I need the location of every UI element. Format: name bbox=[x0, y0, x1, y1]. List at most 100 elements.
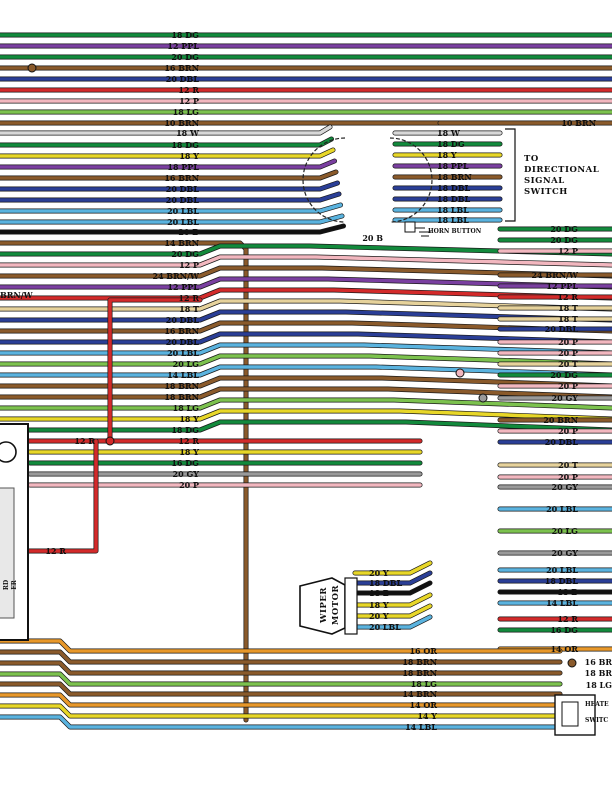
splice-dot bbox=[567, 658, 577, 668]
wire-label: 18 DG bbox=[171, 140, 199, 150]
wire-label: 20 P bbox=[558, 381, 578, 391]
wire-top-31 bbox=[0, 365, 612, 377]
splice-dot bbox=[478, 393, 488, 403]
wire-label: 14 OR bbox=[550, 644, 578, 654]
wire-label: 20 LG bbox=[552, 526, 579, 536]
wire-label: ER bbox=[11, 579, 18, 590]
wire-label: 14 LBL bbox=[546, 598, 578, 608]
wire-label: 24 BRN/W bbox=[152, 271, 200, 281]
wire-label: DIRECTIONAL bbox=[524, 165, 599, 175]
wire-label: 20 B bbox=[362, 233, 383, 243]
wire-label: RD bbox=[3, 580, 10, 590]
wire-label: 12 R bbox=[74, 436, 95, 446]
wire-label: 18 LG bbox=[173, 403, 200, 413]
wire-wiper-5 bbox=[353, 615, 432, 629]
wire-label: 16 DG bbox=[550, 625, 578, 635]
wire-top-23 bbox=[0, 277, 612, 289]
wire-label: 20 LBL bbox=[369, 622, 401, 632]
left-fuse-block bbox=[0, 423, 29, 641]
directional-signal-connector bbox=[302, 128, 516, 223]
wire-label: 14 OR bbox=[409, 700, 437, 710]
wire-label: 20 LBL bbox=[167, 348, 199, 358]
wire-label: 20 T bbox=[558, 460, 578, 470]
wire-wiper-3 bbox=[353, 593, 432, 607]
wire-label: 18 B bbox=[369, 588, 390, 598]
wire-top-10 bbox=[0, 137, 334, 147]
wire-label: 12 P bbox=[179, 96, 199, 106]
wire-label: WIPER bbox=[319, 587, 329, 624]
wire-top-21 bbox=[0, 255, 612, 267]
wire-top-28 bbox=[0, 332, 612, 344]
wire-lower-7 bbox=[0, 715, 562, 729]
wire-label: 24 BRN/W bbox=[531, 270, 579, 280]
wire-label: 18 DBL bbox=[545, 576, 579, 586]
wire-label: 20 B bbox=[178, 227, 199, 237]
wire-label: 14 LBL bbox=[405, 722, 437, 732]
wire-lower-6 bbox=[0, 704, 562, 718]
wire-label: 18 W bbox=[176, 128, 200, 138]
wire-label: 18 Y bbox=[369, 600, 389, 610]
wire-label: SWITC bbox=[585, 717, 608, 724]
wire-label: 14 BRN bbox=[402, 689, 437, 699]
wire-layer bbox=[0, 32, 612, 730]
wire-label: 18 T bbox=[558, 303, 578, 313]
wire-label: 18 T bbox=[179, 304, 199, 314]
wire-lower-0 bbox=[0, 639, 562, 653]
wire-label: 18 DBL bbox=[437, 194, 471, 204]
wire-label: 20 P bbox=[558, 348, 578, 358]
wire-label: 18 Y bbox=[437, 150, 457, 160]
wire-top-29 bbox=[0, 343, 612, 355]
wire-label: 16 OR bbox=[409, 646, 437, 656]
wire-lower-2 bbox=[0, 661, 562, 675]
wire-top-33 bbox=[0, 387, 612, 399]
wire-wiper-4 bbox=[353, 604, 432, 618]
wire-top-32 bbox=[0, 376, 612, 388]
wire-label: 18 T bbox=[558, 314, 578, 324]
wire-label: 12 R bbox=[178, 293, 199, 303]
wire-label: 20 DG bbox=[550, 224, 578, 234]
wire-label: 20 DBL bbox=[166, 337, 200, 347]
wire-label: 12 R bbox=[178, 436, 199, 446]
wire-label: 18 DBL bbox=[369, 578, 403, 588]
wire-label: 20 LBL bbox=[167, 206, 199, 216]
wire-lower-5 bbox=[0, 693, 562, 707]
wire-label: 20 T bbox=[558, 359, 578, 369]
wire-label: 18 DG bbox=[437, 139, 465, 149]
wire-label: HORN BUTTON bbox=[428, 228, 482, 235]
wire-top-9 bbox=[0, 125, 332, 135]
wire-top-13 bbox=[0, 170, 338, 180]
splice-dot bbox=[105, 436, 115, 446]
wire-lower-3 bbox=[0, 672, 562, 686]
wire-label: 14 Y bbox=[417, 711, 437, 721]
wire-label: 16 BRN bbox=[164, 173, 199, 183]
wire-label: 18 BRN bbox=[164, 392, 199, 402]
wire-label: HEATE bbox=[585, 701, 609, 708]
wire-top-14 bbox=[0, 181, 340, 191]
wire-label: BRN/W bbox=[0, 290, 34, 300]
wire-label: 18 BRN bbox=[402, 657, 437, 667]
wire-label: 20 DG bbox=[550, 370, 578, 380]
wire-label: 18 BRN bbox=[437, 172, 472, 182]
wire-top-36 bbox=[0, 420, 612, 432]
wire-label: 14 BRN bbox=[164, 238, 199, 248]
wire-12r-riser bbox=[0, 298, 202, 443]
wire-top-15 bbox=[0, 192, 341, 202]
wire-label: TO bbox=[524, 154, 539, 164]
heater-switch bbox=[554, 694, 596, 736]
wiper-motor bbox=[299, 577, 358, 635]
wire-label: 20 Y bbox=[369, 611, 389, 621]
wire-label: 20 Y bbox=[369, 568, 389, 578]
wire-label: 20 GY bbox=[552, 393, 579, 403]
wire-top-12 bbox=[0, 159, 337, 169]
wire-label: 12 PPL bbox=[167, 41, 199, 51]
wire-label: 16 BRN bbox=[164, 326, 199, 336]
wire-label: 18 PPL bbox=[437, 161, 469, 171]
wire-top-18 bbox=[0, 224, 346, 234]
wire-label: 12 P bbox=[558, 246, 578, 256]
wire-label: 12 R bbox=[178, 85, 199, 95]
wire-top-25 bbox=[0, 299, 612, 311]
wire-label: 20 P bbox=[558, 337, 578, 347]
wire-label: 18 B bbox=[557, 587, 578, 597]
